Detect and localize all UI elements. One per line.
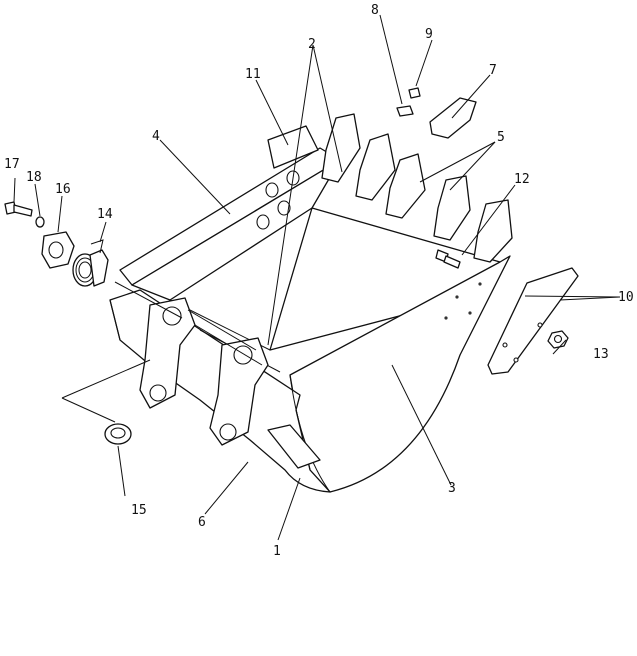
pin-8: [396, 105, 414, 117]
washer-18: [35, 216, 45, 228]
callout-3: 3: [448, 481, 456, 496]
teeth-row: [321, 113, 513, 263]
callout-12: 12: [514, 172, 530, 187]
leader-lines: [13, 14, 621, 541]
lock-9: [408, 87, 421, 99]
collar-16: [41, 231, 75, 269]
callout-2: 2: [308, 37, 316, 52]
callout-7: 7: [489, 63, 497, 78]
side-bosses: [256, 170, 300, 230]
callout-18: 18: [26, 170, 42, 185]
callout-6: 6: [198, 515, 206, 530]
side-cutter-11: [267, 125, 319, 169]
callout-17: 17: [4, 157, 20, 172]
callout-5: 5: [497, 130, 505, 145]
callout-10: 10: [618, 290, 634, 305]
bolt-17: [4, 201, 33, 217]
right-plate-holes: [444, 282, 482, 320]
callout-16: 16: [55, 182, 71, 197]
bolt-12: [435, 249, 461, 269]
callout-4: 4: [152, 129, 160, 144]
callout-1: 1: [273, 544, 281, 559]
callout-15: 15: [131, 503, 147, 518]
callout-labels: 1 2 3 4 5 6 7 8 9 10 11 12 13 14 15 16 1…: [4, 3, 634, 559]
callout-13: 13: [593, 347, 609, 362]
nut-13: [547, 330, 569, 349]
callout-11: 11: [245, 67, 261, 82]
bracket-6: [139, 297, 269, 446]
tooth-point-7: [429, 97, 477, 139]
callout-9: 9: [425, 27, 433, 42]
callout-14: 14: [97, 207, 113, 222]
shim-14: [72, 249, 109, 287]
side-plate-10: [487, 267, 579, 375]
callout-8: 8: [371, 3, 379, 18]
bushing-15: [104, 423, 132, 445]
